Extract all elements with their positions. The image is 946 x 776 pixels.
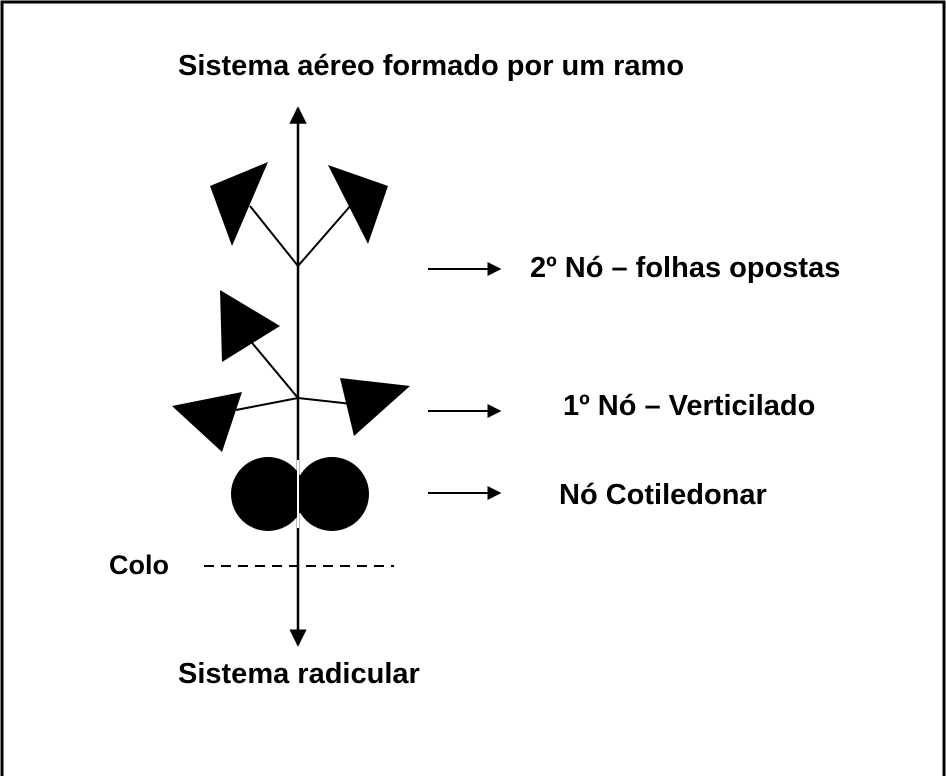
collar-label: Colo — [109, 550, 169, 580]
cotyledon-right — [295, 457, 369, 531]
root-system-label: Sistema radicular — [178, 658, 420, 690]
cotyledon-node-label: Nó Cotiledonar — [559, 479, 767, 511]
leaf-lower-left — [172, 392, 242, 452]
leaf-stem-lower-right — [297, 397, 353, 405]
leaf-stem-upper-right — [297, 203, 353, 267]
cotyledon-left — [231, 457, 305, 531]
first-node-leaves — [172, 290, 410, 452]
aerial-system-label: Sistema aéreo formado por um ramo — [178, 50, 685, 82]
leaf-stem-middle-left — [247, 337, 299, 399]
leaf-middle-left — [220, 290, 280, 362]
leaf-stem-lower-left — [235, 397, 299, 411]
leaf-lower-right — [340, 378, 410, 436]
leaf-upper-left — [210, 162, 268, 246]
cotyledons — [231, 457, 369, 531]
first-node-label: 1º Nó – Verticilado — [563, 390, 816, 422]
leaf-stem-upper-left — [249, 205, 299, 267]
leaf-upper-right — [328, 165, 388, 244]
second-node-leaves — [210, 162, 388, 267]
second-node-label: 2º Nó – folhas opostas — [530, 252, 841, 284]
